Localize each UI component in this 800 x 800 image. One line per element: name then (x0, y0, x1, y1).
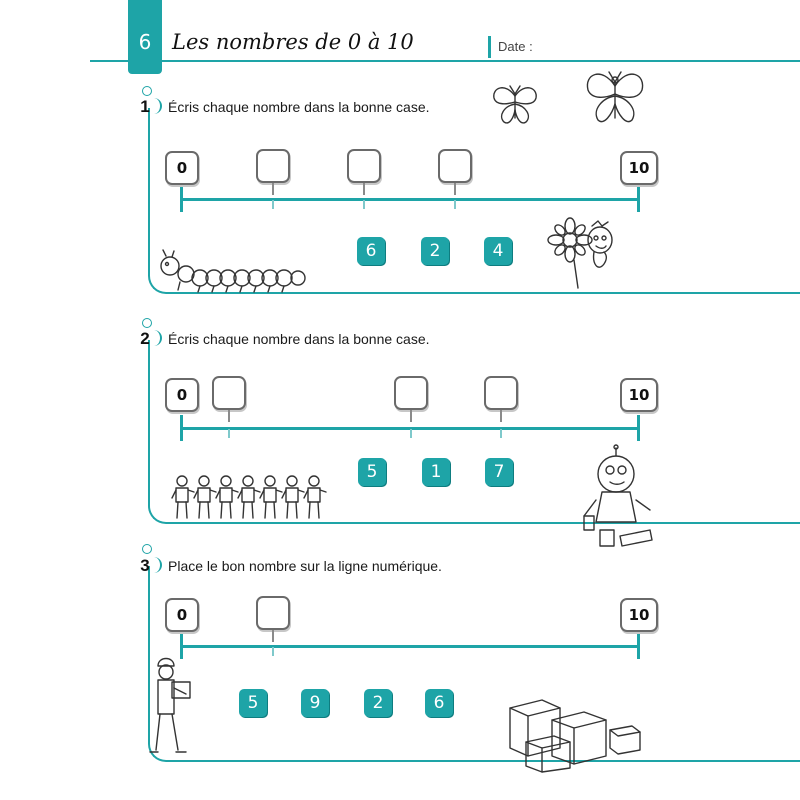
exercise-3-bracket (154, 557, 162, 573)
date-label: Date : (498, 39, 533, 54)
page-number-tab (128, 0, 162, 74)
number-tile[interactable]: 6 (357, 237, 385, 265)
answer-box-stem (363, 183, 365, 195)
line-end-tick (637, 186, 640, 212)
answer-box[interactable] (347, 149, 381, 183)
line-tick (272, 200, 274, 209)
delivery-man-icon (149, 657, 191, 753)
answer-box-stem (500, 410, 502, 422)
start-number-box: 0 (165, 598, 199, 632)
end-number-box: 10 (620, 151, 658, 185)
exercise-3-ring (142, 544, 152, 554)
number-tile[interactable]: 2 (364, 689, 392, 717)
line-tick (363, 200, 365, 209)
exercise-3-number: 3 (140, 556, 150, 575)
line-tick (500, 429, 502, 438)
answer-box[interactable] (484, 376, 518, 410)
robot-icon (583, 444, 653, 547)
header-rule (90, 60, 800, 62)
number-tile[interactable]: 2 (421, 237, 449, 265)
answer-box-stem (228, 410, 230, 422)
answer-box-stem (410, 410, 412, 422)
flower-character-icon (547, 217, 613, 289)
caterpillar-icon (160, 249, 306, 293)
number-tile[interactable]: 6 (425, 689, 453, 717)
start-number-box: 0 (165, 378, 199, 412)
exercise-2-frame (148, 340, 800, 524)
exercise-1-instruction: Écris chaque nombre dans la bonne case. (168, 99, 430, 115)
number-tile[interactable]: 5 (239, 689, 267, 717)
answer-box[interactable] (394, 376, 428, 410)
end-number-box: 10 (620, 598, 658, 632)
start-number-box: 0 (165, 151, 199, 185)
number-tile[interactable]: 9 (301, 689, 329, 717)
answer-box[interactable] (256, 596, 290, 630)
exercise-1-bracket (154, 98, 162, 114)
number-tile[interactable]: 7 (485, 458, 513, 486)
boxes-icon (509, 699, 641, 773)
exercise-2-instruction: Écris chaque nombre dans la bonne case. (168, 331, 430, 347)
number-line (181, 427, 640, 430)
exercise-3-instruction: Place le bon nombre sur la ligne numériq… (168, 558, 442, 574)
line-start-tick (180, 633, 183, 659)
page-title: Les nombres de 0 à 10 (172, 30, 414, 54)
number-line (181, 645, 640, 648)
exercise-3-frame (148, 566, 800, 762)
line-start-tick (180, 186, 183, 212)
butterfly-icon (493, 85, 537, 124)
number-tile[interactable]: 1 (422, 458, 450, 486)
answer-box[interactable] (438, 149, 472, 183)
number-tile[interactable]: 4 (484, 237, 512, 265)
exercise-2-number: 2 (140, 329, 150, 348)
exercise-2-bracket (154, 330, 162, 346)
page-number: 6 (138, 30, 152, 54)
number-tile[interactable]: 5 (358, 458, 386, 486)
date-marker (488, 36, 491, 58)
line-tick (410, 429, 412, 438)
number-line (181, 198, 640, 201)
answer-box[interactable] (256, 149, 290, 183)
line-tick (272, 647, 274, 656)
line-end-tick (637, 415, 640, 441)
line-start-tick (180, 415, 183, 441)
line-tick (228, 429, 230, 438)
answer-box-stem (454, 183, 456, 195)
answer-box-stem (272, 630, 274, 642)
paper-dolls-icon (171, 475, 327, 519)
exercise-1-frame (148, 108, 800, 294)
line-end-tick (637, 633, 640, 659)
answer-box-stem (272, 183, 274, 195)
answer-box[interactable] (212, 376, 246, 410)
exercise-1-number: 1 (140, 97, 150, 116)
butterfly-icon (586, 71, 644, 123)
exercise-1-ring (142, 86, 152, 96)
end-number-box: 10 (620, 378, 658, 412)
line-tick (454, 200, 456, 209)
exercise-2-ring (142, 318, 152, 328)
